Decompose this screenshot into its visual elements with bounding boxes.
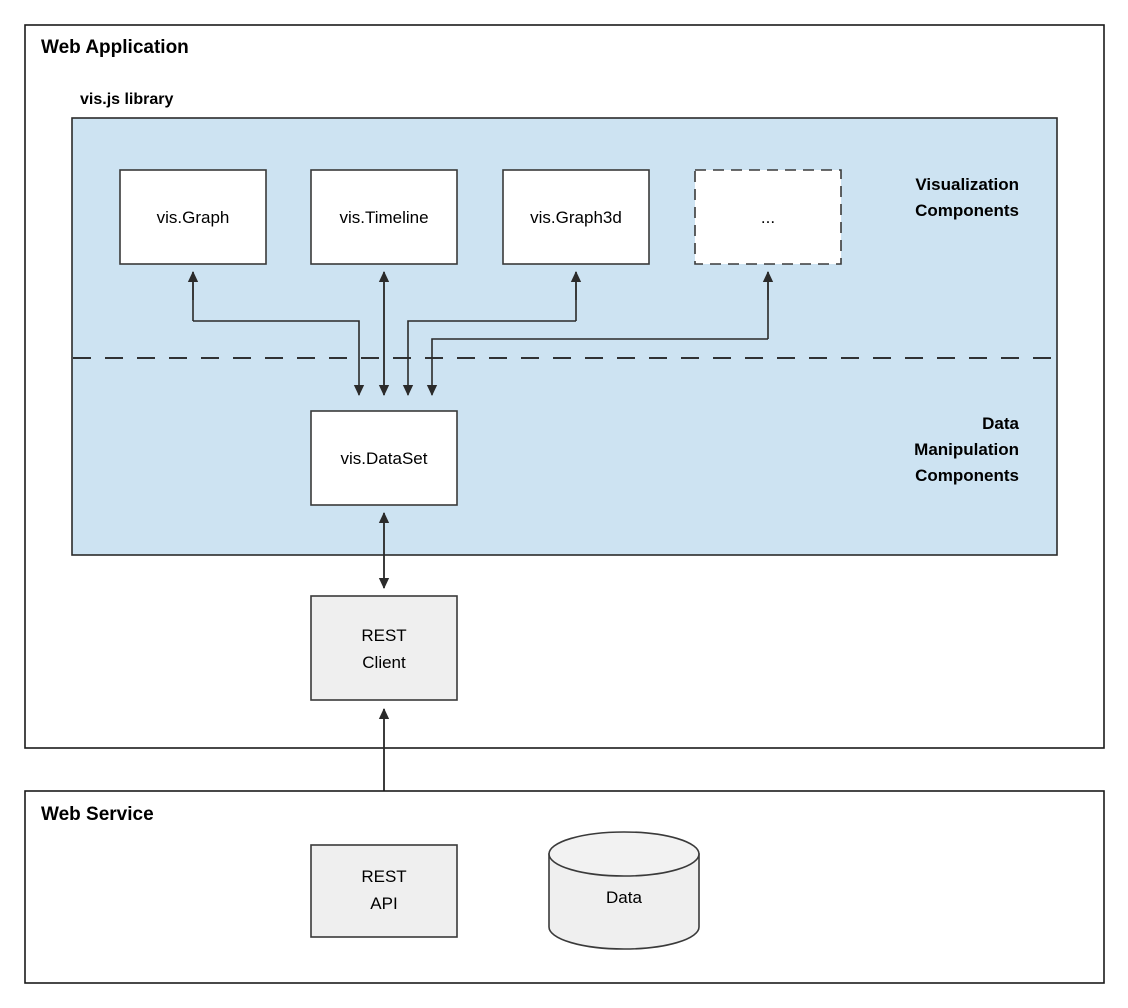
node-data-store[interactable]: Data: [548, 831, 700, 950]
rest-client-label-line-1: REST: [361, 626, 406, 645]
rest-api-label-line-2: API: [370, 894, 397, 913]
vis-graph3d-label: vis.Graph3d: [530, 208, 622, 227]
data-manipulation-label-line-3: Components: [915, 466, 1019, 485]
node-vis-timeline[interactable]: vis.Timeline: [310, 169, 458, 265]
vis-graph-box[interactable]: [119, 169, 267, 265]
visualization-label-line-1: Visualization: [915, 175, 1019, 194]
data-store-label: Data: [606, 888, 642, 907]
vis-js-library-title: vis.js library: [80, 91, 173, 108]
node-rest-client[interactable]: REST Client: [310, 595, 458, 701]
node-more-components[interactable]: ...: [694, 169, 842, 265]
rest-client-label-line-2: Client: [362, 653, 406, 672]
vis-timeline-box[interactable]: [310, 169, 458, 265]
rest-api-label-line-1: REST: [361, 867, 406, 886]
node-vis-dataset[interactable]: vis.DataSet: [310, 410, 458, 506]
visualization-components-label: Visualization Components: [915, 175, 1019, 220]
connectors: [187, 271, 774, 895]
vis-graph3d-box[interactable]: [502, 169, 650, 265]
vis-dataset-box[interactable]: [310, 410, 458, 506]
vis-graph-label: vis.Graph: [157, 208, 230, 227]
web-application-title: Web Application: [41, 37, 189, 58]
data-manipulation-components-label: Data Manipulation Components: [914, 414, 1019, 485]
more-components-label: ...: [761, 208, 775, 227]
rest-api-box[interactable]: [310, 844, 458, 938]
web-service-title: Web Service: [41, 804, 154, 825]
node-rest-api[interactable]: REST API: [310, 844, 458, 938]
node-vis-graph[interactable]: vis.Graph: [119, 169, 267, 265]
data-cylinder-top: [548, 831, 700, 877]
data-manipulation-label-line-1: Data: [982, 414, 1019, 433]
more-components-box[interactable]: [694, 169, 842, 265]
vis-timeline-label: vis.Timeline: [339, 208, 428, 227]
data-cylinder-body[interactable]: [548, 853, 700, 950]
visualization-label-line-2: Components: [915, 201, 1019, 220]
node-vis-graph3d[interactable]: vis.Graph3d: [502, 169, 650, 265]
data-manipulation-label-line-2: Manipulation: [914, 440, 1019, 459]
rest-client-box[interactable]: [310, 595, 458, 701]
vis-dataset-label: vis.DataSet: [341, 449, 428, 468]
